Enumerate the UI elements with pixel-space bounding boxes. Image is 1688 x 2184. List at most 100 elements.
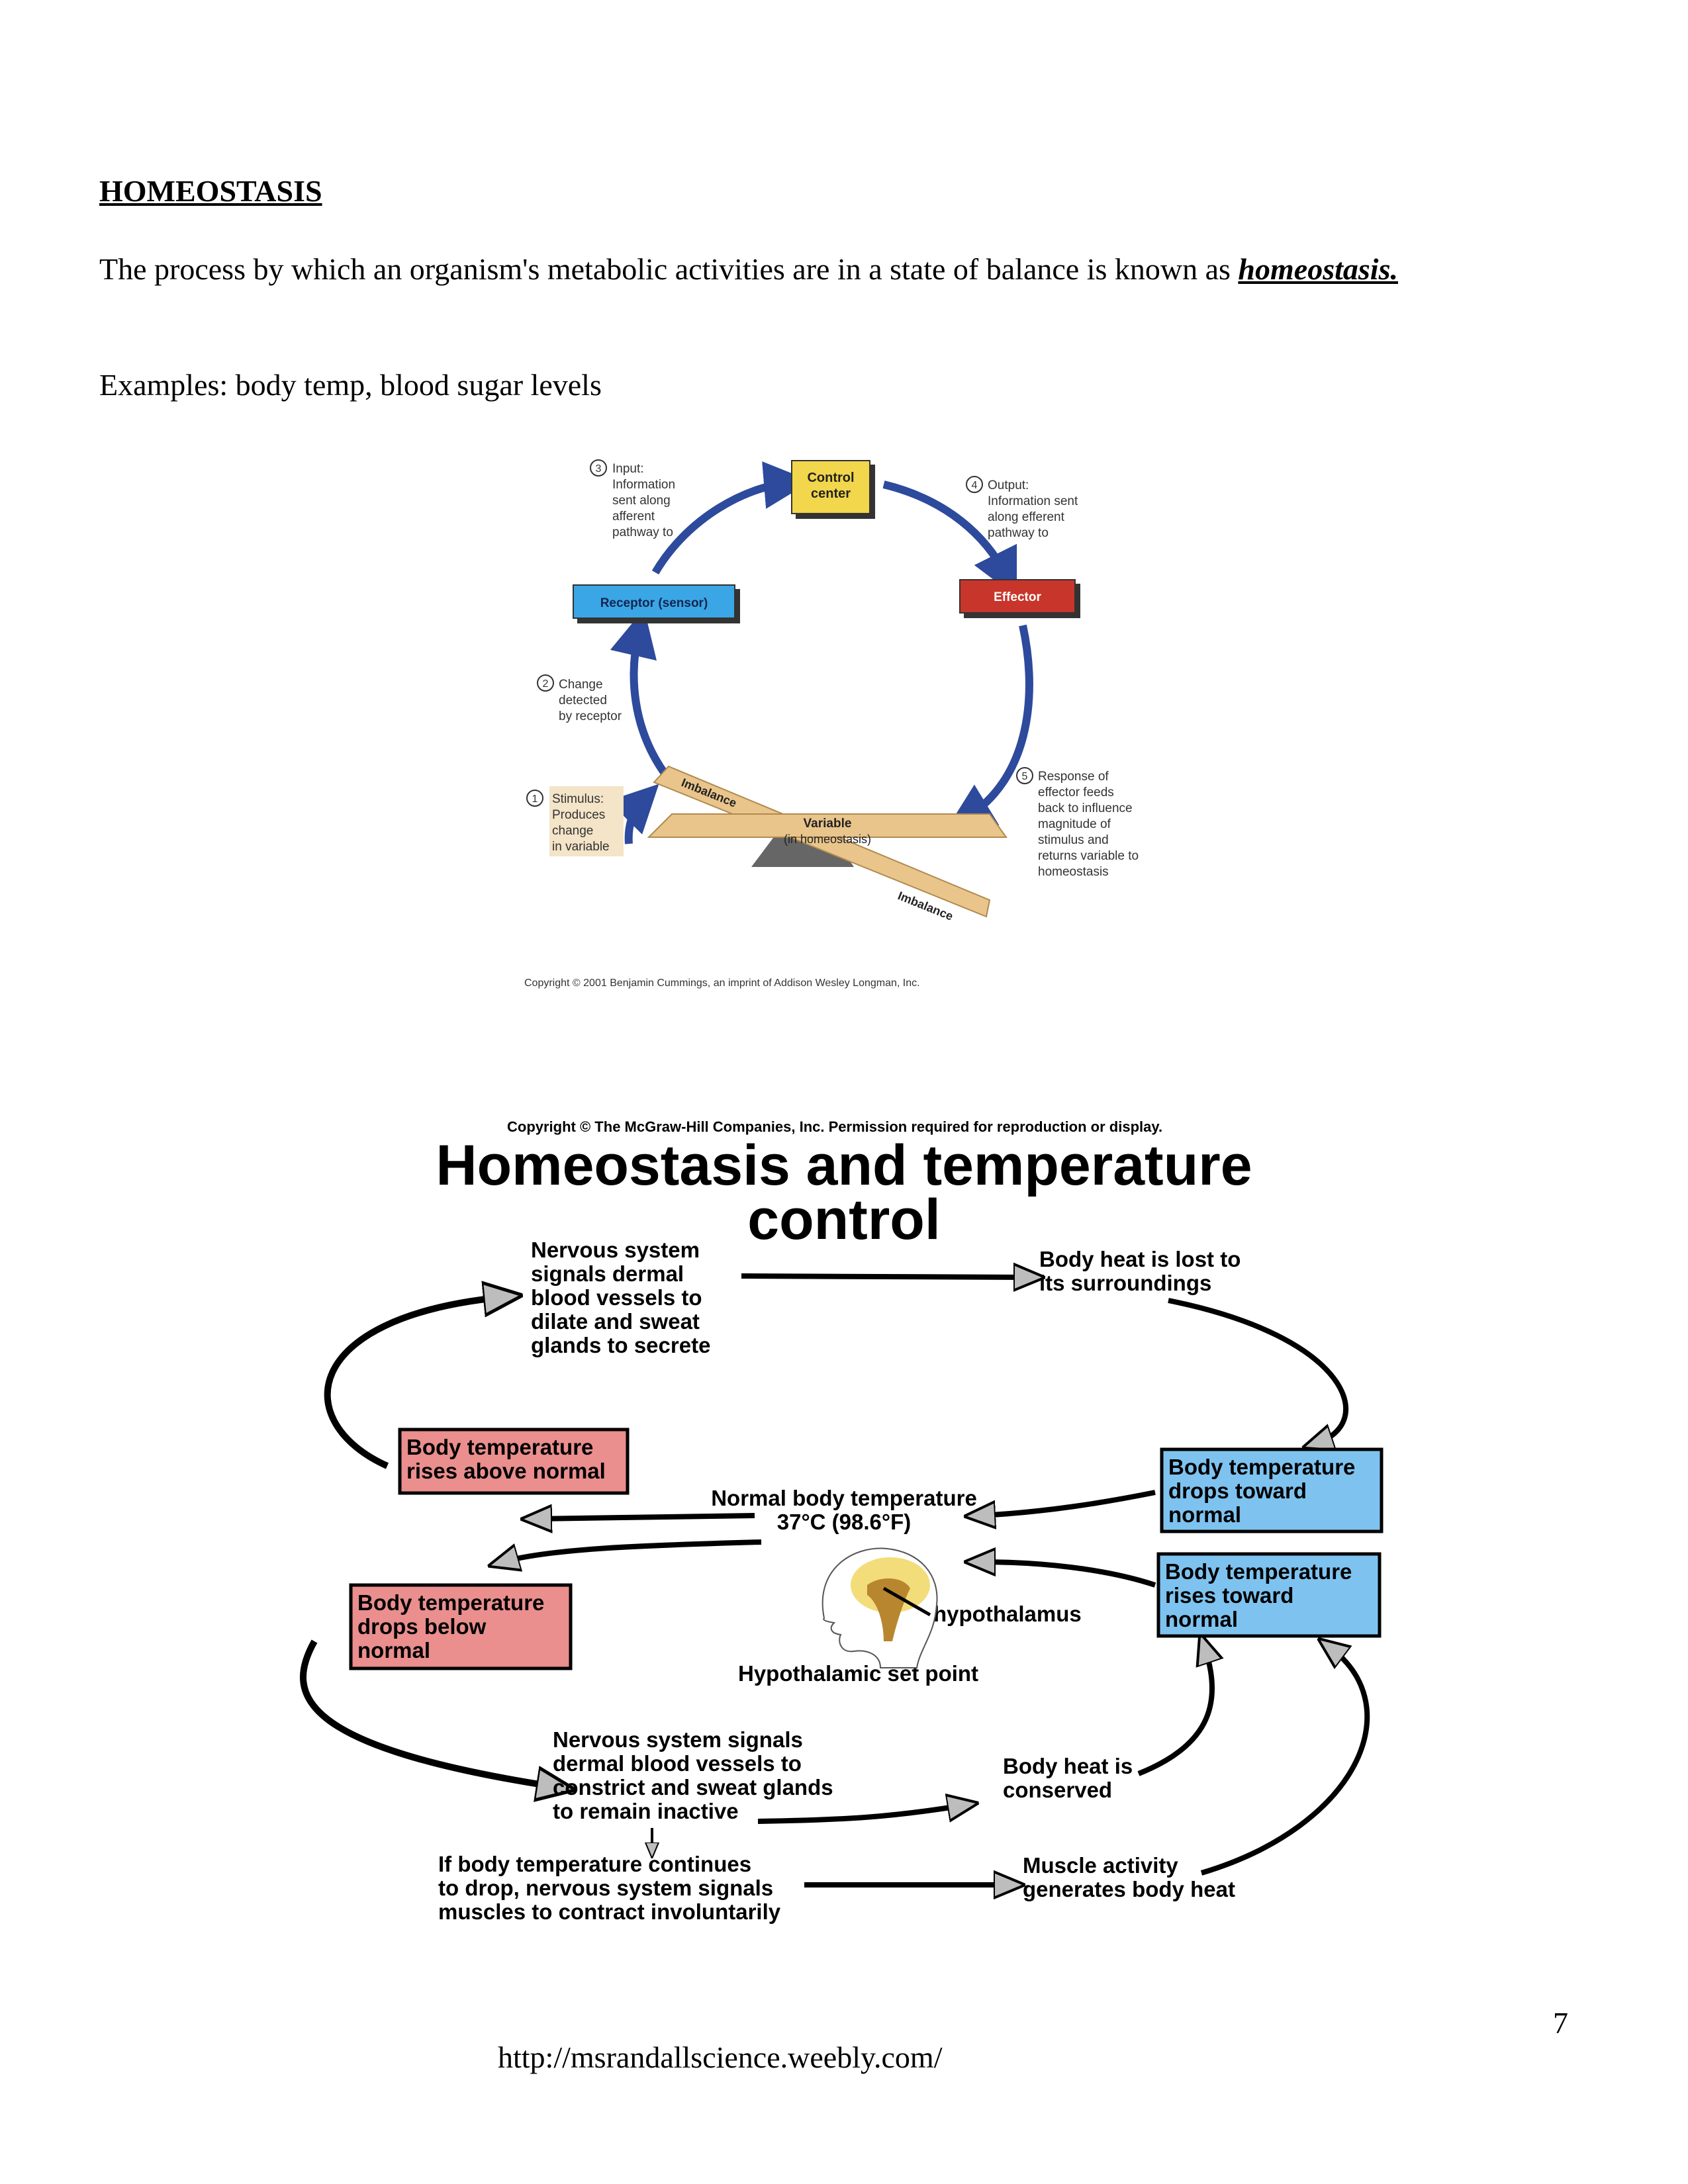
arrow-response bbox=[946, 624, 1033, 830]
step-3-line-2: Information bbox=[612, 478, 675, 492]
arrow-dilate-to-heatlost bbox=[741, 1276, 1029, 1277]
conserved-line-2: conserved bbox=[1003, 1778, 1112, 1802]
conserved-line-1: Body heat is bbox=[1003, 1754, 1133, 1778]
constrict-line-3: constrict and sweat glands bbox=[553, 1775, 833, 1799]
diagram2-title-line-1: Homeostasis and temperature bbox=[436, 1134, 1252, 1197]
step-5-line-5: stimulus and bbox=[1038, 833, 1109, 847]
continues-line-3: muscles to contract involuntarily bbox=[438, 1899, 781, 1924]
rises-toward-line-3: normal bbox=[1165, 1607, 1238, 1631]
step-2-change: 2 Change detected by receptor bbox=[537, 674, 622, 723]
control-center-label: Control bbox=[807, 471, 854, 485]
step-3-line-5: pathway to bbox=[612, 525, 673, 539]
imbalance-board bbox=[653, 765, 991, 918]
drops-toward-line-2: drops toward bbox=[1168, 1479, 1307, 1503]
arrow-detect bbox=[610, 608, 669, 777]
footer-url[interactable]: http://msrandallscience.weebly.com/ bbox=[498, 2040, 943, 2074]
effector-label: Effector bbox=[994, 590, 1041, 604]
drops-toward-line-1: Body temperature bbox=[1168, 1455, 1355, 1479]
step-3-line-4: afferent bbox=[612, 510, 655, 523]
rises-toward-line-2: rises toward bbox=[1165, 1583, 1293, 1608]
step-3-input: 3 Input: Information sent along afferent… bbox=[590, 459, 675, 539]
dilate-line-4: dilate and sweat bbox=[531, 1309, 700, 1334]
diagram2-title-line-2: control bbox=[747, 1188, 940, 1251]
hypothalamus-label: hypothalamus bbox=[933, 1602, 1082, 1626]
arrow-drops-below-to-constrict bbox=[300, 1639, 556, 1787]
continues-line-1: If body temperature continues bbox=[438, 1852, 751, 1876]
dilate-line-3: blood vessels to bbox=[531, 1285, 702, 1310]
arrow-output bbox=[882, 480, 1017, 598]
intro-paragraph: The process by which an organism's metab… bbox=[99, 251, 1398, 287]
dilate-line-1: Nervous system bbox=[531, 1238, 700, 1262]
step-1-line-3: change bbox=[552, 824, 593, 838]
arrow-drops-toward-to-normal bbox=[980, 1490, 1156, 1516]
dilate-line-5: glands to secrete bbox=[531, 1333, 710, 1357]
control-center-box: Control center bbox=[791, 460, 875, 519]
step-1-number: 1 bbox=[532, 794, 538, 805]
page-number: 7 bbox=[1553, 2006, 1568, 2040]
step-4-line-1: Output: bbox=[988, 478, 1029, 492]
step-5-line-6: returns variable to bbox=[1038, 849, 1139, 863]
step-2-number: 2 bbox=[543, 678, 549, 690]
step-3-line-1: Input: bbox=[612, 462, 644, 476]
heat-lost-line-2: its surroundings bbox=[1039, 1271, 1211, 1295]
head-illustration bbox=[821, 1547, 938, 1668]
step-4-line-2: Information sent bbox=[988, 494, 1078, 508]
step-4-output: 4 Output: Information sent along efferen… bbox=[966, 476, 1078, 540]
control-center-label-2: center bbox=[811, 486, 851, 501]
step-4-number: 4 bbox=[972, 480, 978, 491]
drops-toward-box: Body temperature drops toward normal bbox=[1160, 1447, 1383, 1533]
step-2-line-1: Change bbox=[559, 678, 603, 692]
receptor-label: Receptor (sensor) bbox=[600, 596, 708, 610]
variable-label: Variable bbox=[804, 817, 852, 831]
drops-below-line-3: normal bbox=[357, 1638, 430, 1662]
constrict-line-4: to remain inactive bbox=[553, 1799, 739, 1823]
rises-toward-line-1: Body temperature bbox=[1165, 1559, 1352, 1584]
constrict-line-2: dermal blood vessels to bbox=[553, 1751, 802, 1776]
step-4-line-4: pathway to bbox=[988, 526, 1049, 540]
arrow-input bbox=[651, 461, 812, 575]
continues-line-2: to drop, nervous system signals bbox=[438, 1876, 773, 1900]
examples-line: Examples: body temp, blood sugar levels bbox=[99, 368, 602, 402]
step-1-line-1: Stimulus: bbox=[552, 792, 604, 806]
arrow-constrict-to-conserved bbox=[757, 1805, 963, 1824]
muscle-line-1: Muscle activity bbox=[1023, 1853, 1178, 1878]
set-point-label: Hypothalamic set point bbox=[738, 1661, 978, 1686]
page-heading: HOMEOSTASIS bbox=[99, 174, 322, 208]
step-5-line-1: Response of bbox=[1038, 770, 1109, 784]
step-2-line-2: detected bbox=[559, 694, 607, 707]
drops-toward-line-3: normal bbox=[1168, 1502, 1241, 1527]
drops-below-box: Body temperature drops below normal bbox=[349, 1583, 573, 1670]
drops-below-line-2: drops below bbox=[357, 1614, 487, 1639]
feedback-loop-diagram: Control center Receptor (sensor) Effecto… bbox=[524, 459, 1139, 989]
diagram2-copyright: Copyright © The McGraw-Hill Companies, I… bbox=[507, 1118, 1162, 1135]
arrow-muscle-to-rises-toward bbox=[1200, 1648, 1370, 1876]
hypothalamus-shape bbox=[867, 1578, 910, 1641]
step-3-number: 3 bbox=[596, 463, 602, 475]
variable-board bbox=[647, 813, 1008, 838]
effector-box: Effector bbox=[959, 579, 1080, 618]
step-1-line-4: in variable bbox=[552, 840, 610, 854]
rises-above-line-2: rises above normal bbox=[406, 1459, 606, 1483]
arrow-stimulus bbox=[608, 784, 659, 844]
step-5-line-4: magnitude of bbox=[1038, 817, 1111, 831]
step-4-line-3: along efferent bbox=[988, 510, 1065, 524]
arrow-heatlost-to-drops-toward bbox=[1168, 1298, 1349, 1443]
constrict-line-1: Nervous system signals bbox=[553, 1727, 803, 1752]
dilate-line-2: signals dermal bbox=[531, 1261, 684, 1286]
intro-text: The process by which an organism's metab… bbox=[99, 252, 1239, 286]
hypothalamus-pointer bbox=[882, 1586, 931, 1617]
step-5-number: 5 bbox=[1022, 771, 1028, 782]
step-3-line-3: sent along bbox=[612, 494, 671, 508]
rises-toward-box: Body temperature rises toward normal bbox=[1156, 1552, 1382, 1638]
normal-temp-line-2: 37°C (98.6°F) bbox=[777, 1510, 911, 1534]
rises-above-line-1: Body temperature bbox=[406, 1435, 593, 1459]
receptor-box: Receptor (sensor) bbox=[573, 584, 740, 623]
arrow-rises-toward-to-setpoint bbox=[980, 1562, 1156, 1588]
muscle-line-2: generates body heat bbox=[1023, 1877, 1235, 1901]
arrow-normal-to-rises-above bbox=[536, 1516, 755, 1519]
step-1-line-2: Produces bbox=[552, 808, 605, 822]
step-5-line-2: effector feeds bbox=[1038, 786, 1114, 799]
arrow-conserved-to-rises-toward bbox=[1137, 1648, 1212, 1776]
step-5-line-7: homeostasis bbox=[1038, 865, 1109, 879]
rises-above-box: Body temperature rises above normal bbox=[398, 1428, 630, 1495]
